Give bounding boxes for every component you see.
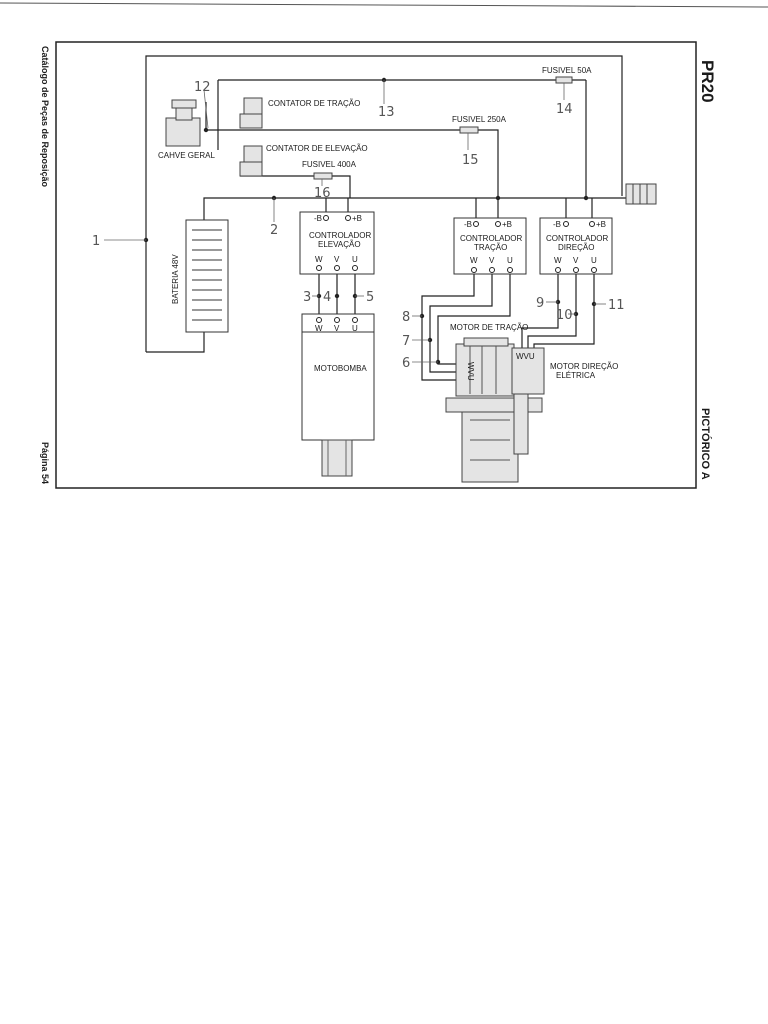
steering-controller-subtitle: DIREÇÃO [558, 243, 594, 252]
traction-contactor: CONTATOR DE TRAÇÃO [239, 97, 360, 129]
callout-4: 4 [323, 290, 331, 305]
fuse-50a-label: FUSIVEL 50A [542, 66, 592, 75]
traction-controller-pos-b: +B [502, 220, 512, 229]
callouts: 1 2 3 4 5 6 7 8 9 10 11 12 13 14 15 16 [92, 80, 625, 371]
callout-15: 15 [462, 153, 479, 168]
callout-16: 16 [314, 186, 331, 201]
steering-motor: WVU MOTOR DIREÇÃO ELÉTRICA [511, 347, 618, 395]
model-title: PR20 [698, 60, 717, 103]
callout-8: 8 [402, 310, 410, 325]
callout-3: 3 [303, 290, 311, 305]
callout-6: 6 [402, 356, 410, 371]
traction-controller-v: V [489, 256, 495, 265]
callout-9: 9 [536, 296, 544, 311]
lift-controller: -B +B CONTROLADOR ELEVAÇÃO W V U [299, 211, 375, 275]
traction-motor: MOTOR DE TRAÇÃO WVU [445, 323, 543, 483]
traction-contactor-label: CONTATOR DE TRAÇÃO [268, 99, 360, 108]
steering-controller: -B +B CONTROLADOR DIREÇÃO W V U [539, 217, 613, 275]
diagram-frame [55, 41, 697, 489]
steering-controller-v: V [573, 256, 579, 265]
callout-10: 10 [556, 308, 573, 323]
battery: BATERIA 48V [171, 219, 229, 333]
lift-controller-title: CONTROLADOR [309, 231, 371, 240]
steering-controller-w: W [554, 256, 562, 265]
steering-controller-pos-b: +B [596, 220, 606, 229]
steering-motor-label: MOTOR DIREÇÃO [550, 362, 618, 371]
main-switch-label: CAHVE GERAL [158, 151, 215, 160]
traction-controller-subtitle: TRAÇÃO [474, 243, 507, 252]
callout-1: 1 [92, 234, 100, 249]
callout-14: 14 [556, 102, 573, 117]
traction-motor-label: MOTOR DE TRAÇÃO [450, 323, 528, 332]
callout-7: 7 [402, 334, 410, 349]
callout-2: 2 [270, 223, 278, 238]
motor-pump-v: V [334, 324, 340, 333]
motor-pump-w: W [315, 324, 323, 333]
catalog-title: Catálogo de Peças de Reposição [40, 46, 50, 188]
callout-12: 12 [194, 80, 211, 95]
main-switch: CAHVE GERAL [158, 99, 215, 160]
lift-controller-u: U [352, 255, 358, 264]
connector-block [625, 183, 657, 205]
page-number: Página 54 [40, 442, 50, 484]
view-title: PICTÓRICO A [699, 408, 712, 480]
steering-controller-neg-b: -B [553, 220, 561, 229]
lift-controller-subtitle: ELEVAÇÃO [318, 240, 361, 249]
steering-motor-wvu: WVU [516, 352, 535, 361]
fuse-400a-label: FUSIVEL 400A [302, 160, 357, 169]
lift-controller-w: W [315, 255, 323, 264]
steering-controller-u: U [591, 256, 597, 265]
lift-contactor: CONTATOR DE ELEVAÇÃO [239, 144, 368, 177]
traction-controller-title: CONTROLADOR [460, 234, 522, 243]
steering-controller-title: CONTROLADOR [546, 234, 608, 243]
traction-controller-u: U [507, 256, 513, 265]
callout-13: 13 [378, 105, 395, 120]
wiring [145, 55, 640, 381]
motor-pump-label: MOTOBOMBA [314, 364, 367, 373]
fuse-400a: FUSIVEL 400A [302, 160, 357, 180]
traction-controller-w: W [470, 256, 478, 265]
lift-controller-neg-b: -B [314, 214, 322, 223]
fuse-250a-label: FUSIVEL 250A [452, 115, 507, 124]
motor-pump-u: U [352, 324, 358, 333]
traction-controller: -B +B CONTROLADOR TRAÇÃO W V U [453, 217, 527, 275]
traction-controller-neg-b: -B [464, 220, 472, 229]
lift-controller-v: V [334, 255, 340, 264]
fuse-250a: FUSIVEL 250A [452, 115, 507, 134]
traction-motor-wvu: WVU [466, 362, 475, 381]
callout-11: 11 [608, 298, 625, 313]
callout-5: 5 [366, 290, 374, 305]
lift-contactor-label: CONTATOR DE ELEVAÇÃO [266, 144, 368, 153]
lift-controller-pos-b: +B [352, 214, 362, 223]
battery-label: BATERIA 48V [171, 254, 180, 304]
steering-motor-sublabel: ELÉTRICA [556, 371, 596, 380]
scan-edge-line [0, 2, 768, 8]
motor-pump: W V U MOTOBOMBA [301, 313, 375, 477]
